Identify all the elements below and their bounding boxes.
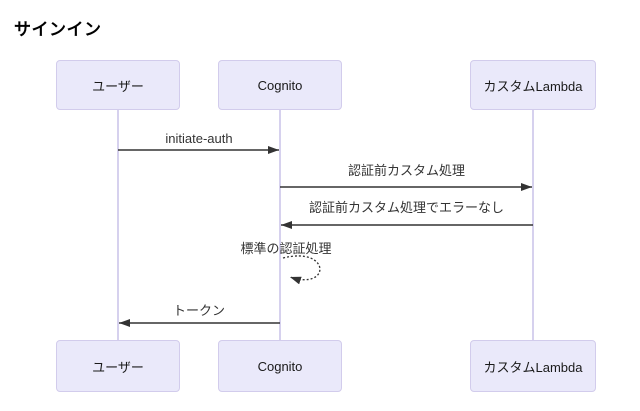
- message-label-pre-auth-custom: 認証前カスタム処理: [347, 163, 465, 178]
- actor-cognito-bottom: Cognito: [218, 340, 342, 392]
- actor-cognito-label-bottom: Cognito: [257, 358, 303, 374]
- actor-lambda-label: カスタムLambda: [483, 78, 583, 94]
- message-label-standard-auth: 標準の認証処理: [240, 241, 332, 256]
- actor-cognito-top: Cognito: [218, 60, 342, 110]
- diagram-title: サインイン: [14, 20, 102, 39]
- actor-user-top: ユーザー: [56, 60, 180, 110]
- message-label-initiate-auth: initiate-auth: [165, 131, 233, 146]
- actor-user-label-bottom: ユーザー: [92, 359, 144, 375]
- message-label-pre-auth-no-error: 認証前カスタム処理でエラーなし: [308, 200, 504, 215]
- actor-user-bottom: ユーザー: [56, 340, 180, 392]
- actor-lambda-bottom: カスタムLambda: [470, 340, 596, 392]
- message-label-token: トークン: [172, 303, 225, 318]
- actor-cognito-label: Cognito: [257, 77, 303, 93]
- actor-lambda-label-bottom: カスタムLambda: [483, 359, 583, 375]
- actor-user-label: ユーザー: [92, 78, 144, 94]
- self-loop-standard-auth: [282, 255, 321, 285]
- actor-lambda-top: カスタムLambda: [470, 60, 596, 110]
